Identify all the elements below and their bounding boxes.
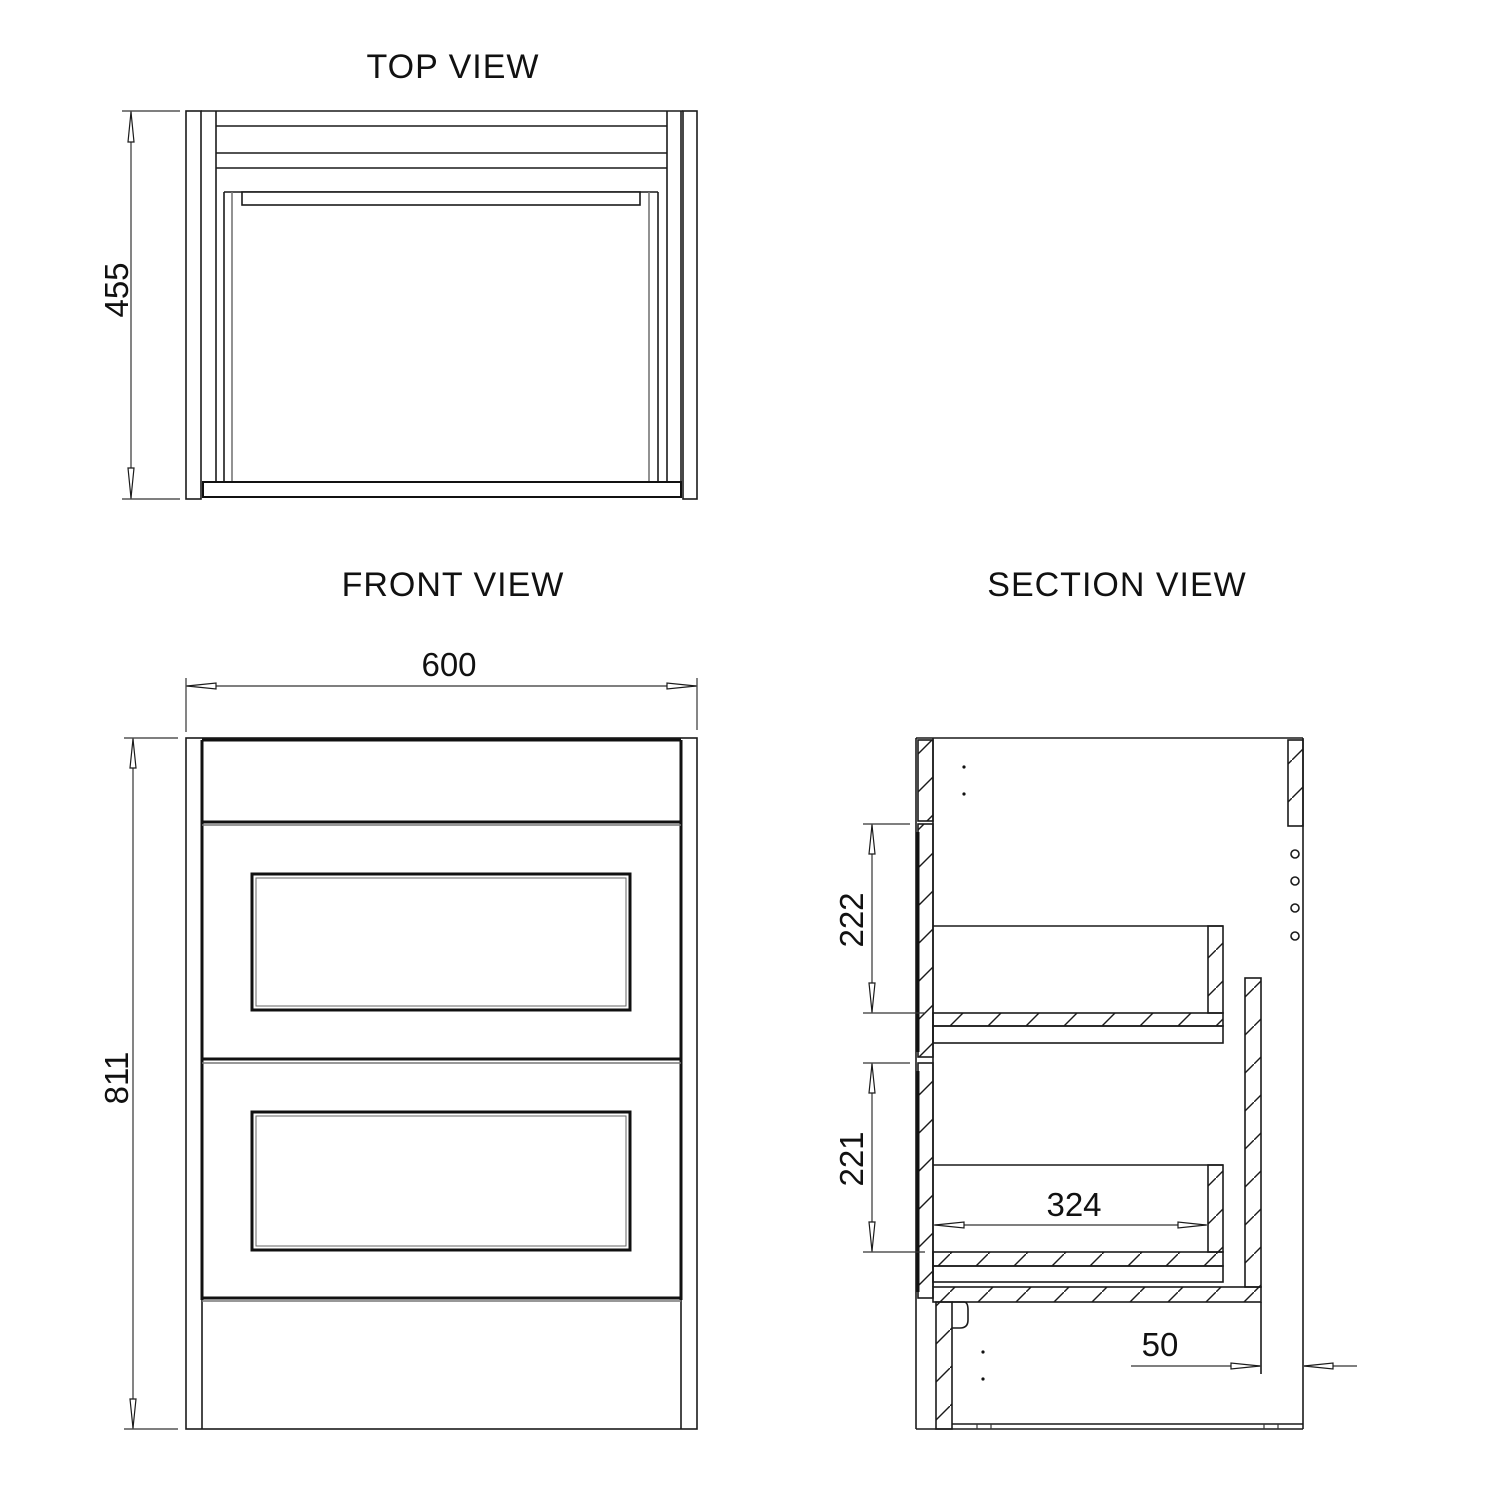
dimension-324-label: 324	[1046, 1186, 1101, 1223]
drawer-back-bar	[241, 191, 641, 206]
right-side-panel	[682, 110, 698, 500]
back-panel-section	[1244, 977, 1262, 1288]
cabinet-outline	[185, 737, 698, 1430]
dimension-221-label: 221	[833, 1131, 870, 1186]
drawer-front-1-section	[917, 823, 934, 1058]
drawer-front-2-section	[917, 1062, 934, 1299]
dimension-50: 50	[1131, 1326, 1357, 1370]
base-shelf-section	[932, 1286, 1262, 1303]
dimension-222-label: 222	[833, 892, 870, 947]
drawer-box-1	[932, 925, 1224, 1044]
dimension-600-label: 600	[421, 646, 476, 683]
plinth-section	[935, 1301, 953, 1430]
drawer-front-2	[250, 1110, 632, 1252]
dimension-600: 600	[185, 646, 698, 732]
dimension-455-label: 455	[98, 262, 135, 317]
top-view-title: TOP VIEW	[366, 48, 539, 86]
top-rail-section	[917, 739, 934, 822]
section-view-title: SECTION VIEW	[987, 566, 1246, 604]
dimension-221: 221	[833, 1062, 925, 1253]
dimension-222: 222	[833, 823, 925, 1014]
dimension-50-label: 50	[1142, 1326, 1179, 1363]
drawer-box-2	[932, 1164, 1224, 1283]
top-view: TOP VIEW 455	[98, 48, 698, 500]
shelf-pin-holes	[1290, 849, 1300, 941]
bracket	[952, 1301, 969, 1329]
section-view: SECTION VIEW	[833, 566, 1357, 1430]
front-bar	[202, 481, 682, 498]
dimension-811-label: 811	[98, 1052, 135, 1105]
dimension-324: 324	[934, 1186, 1207, 1229]
left-side-panel	[185, 110, 202, 500]
back-rail-section	[1287, 739, 1304, 827]
drawer-front-1	[250, 872, 632, 1012]
front-view: FRONT VIEW 600 811	[98, 566, 698, 1430]
dimension-811: 811	[98, 737, 178, 1430]
dimension-455: 455	[98, 110, 180, 500]
front-view-title: FRONT VIEW	[342, 566, 565, 604]
